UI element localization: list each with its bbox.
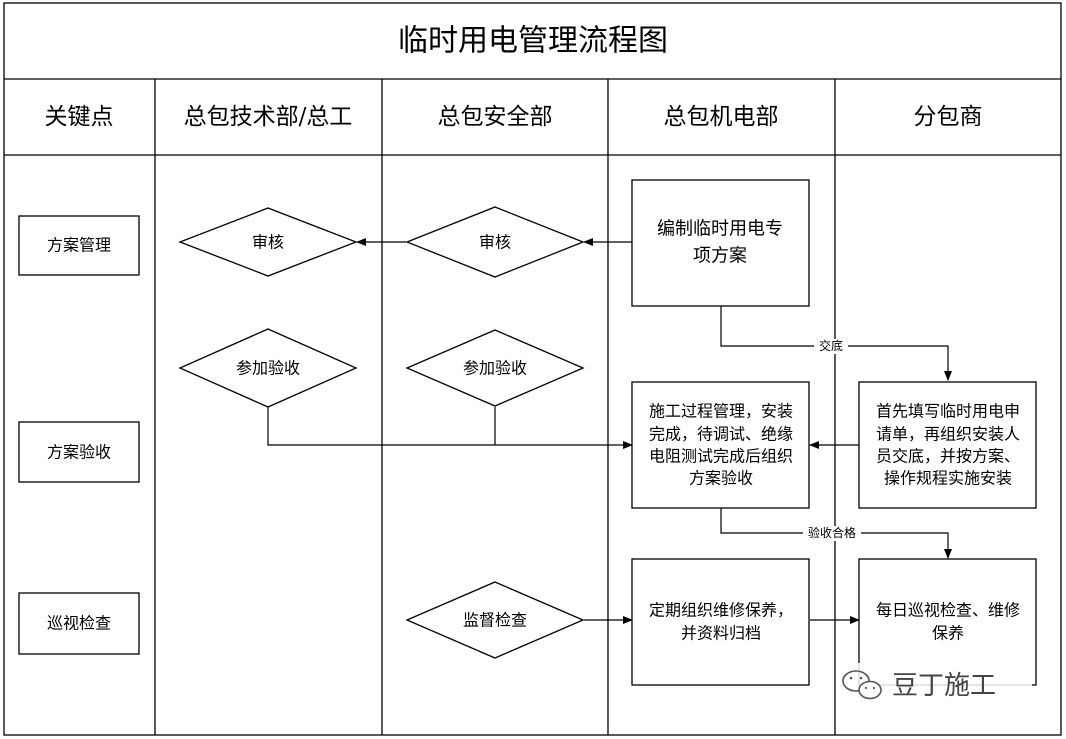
node-construction-line-1: 施工过程管理，安装	[649, 402, 793, 421]
node-daily-inspection-line-1: 每日巡视检查、维修	[876, 601, 1020, 620]
node-prepare-plan-line-1: 编制临时用电专	[657, 219, 783, 240]
node-prepare-plan-line-2: 项方案	[693, 246, 747, 267]
node-maintenance-line-2: 并资料归档	[681, 624, 761, 643]
box-prepare-plan	[631, 179, 810, 307]
node-tech-review: 审核	[252, 233, 284, 252]
diamond-supervise	[405, 581, 585, 659]
outer-frame	[3, 2, 1062, 736]
edge-label-accepted: 验收合格	[808, 525, 856, 540]
node-supervise: 监督检查	[463, 611, 527, 630]
key-point-box-inspection	[18, 592, 140, 655]
node-construction-line-4: 方案验收	[689, 469, 753, 488]
box-subcontractor-install	[858, 381, 1037, 509]
page-title: 临时用电管理流程图	[398, 24, 668, 59]
diamond-tech-review	[178, 207, 358, 277]
node-subcontractor-install-line-2: 请单，再组织安装人	[876, 425, 1020, 444]
node-daily-inspection-line-2: 保养	[932, 624, 964, 643]
box-maintenance	[631, 558, 810, 686]
wechat-icon	[842, 670, 882, 700]
node-subcontractor-install-line-1: 首先填写临时用电申	[876, 402, 1020, 421]
column-header-key-points: 关键点	[45, 104, 114, 130]
edge-label-bg-handover	[814, 339, 848, 354]
node-construction: 施工过程管理，安装 完成，待调试、绝缘 电阻测试完成后组织 方案验收	[649, 402, 793, 488]
watermark: 豆丁施工	[838, 663, 1032, 707]
edge-label-handover: 交底	[819, 338, 843, 353]
column-header-subcontractor: 分包商	[914, 104, 983, 130]
node-subcontractor-install-line-4: 操作规程实施安装	[884, 469, 1012, 488]
node-construction-line-2: 完成，待调试、绝缘	[649, 425, 793, 444]
key-point-box-plan-acceptance	[18, 421, 140, 483]
diamond-safety-acceptance	[405, 329, 585, 407]
swimlane-grid	[3, 2, 1062, 736]
column-header-electrical-dept: 总包机电部	[664, 104, 779, 130]
node-construction-line-3: 电阻测试完成后组织	[649, 447, 793, 466]
key-point-box-plan-management	[18, 215, 140, 276]
node-tech-acceptance: 参加验收	[236, 359, 300, 378]
node-subcontractor-install: 首先填写临时用电申 请单，再组织安装人 员交底，并按方案、 操作规程实施安装	[876, 402, 1020, 488]
key-points	[18, 215, 140, 655]
node-prepare-plan: 编制临时用电专 项方案	[657, 219, 783, 267]
node-maintenance-line-1: 定期组织维修保养，	[649, 601, 793, 620]
column-headers: 关键点 总包技术部/总工 总包安全部 总包机电部 分包商	[45, 104, 983, 130]
key-point-plan-acceptance: 方案验收	[47, 443, 111, 462]
watermark-text: 豆丁施工	[892, 671, 996, 701]
line-tech-acceptance	[267, 407, 633, 449]
node-subcontractor-install-line-3: 员交底，并按方案、	[876, 447, 1020, 466]
column-header-tech-dept: 总包技术部/总工	[184, 104, 353, 130]
node-maintenance: 定期组织维修保养， 并资料归档	[649, 601, 793, 643]
key-point-plan-management: 方案管理	[47, 236, 111, 255]
node-safety-review: 审核	[479, 233, 511, 252]
key-point-inspection: 巡视检查	[47, 614, 111, 633]
diamond-tech-acceptance	[178, 328, 358, 408]
node-safety-acceptance: 参加验收	[463, 359, 527, 378]
column-header-safety-dept: 总包安全部	[438, 104, 553, 130]
diamonds	[178, 206, 585, 659]
node-daily-inspection: 每日巡视检查、维修 保养	[876, 601, 1020, 643]
box-construction	[631, 381, 810, 509]
edge-label-bg-accepted	[803, 526, 861, 541]
diamond-safety-review	[405, 206, 585, 278]
